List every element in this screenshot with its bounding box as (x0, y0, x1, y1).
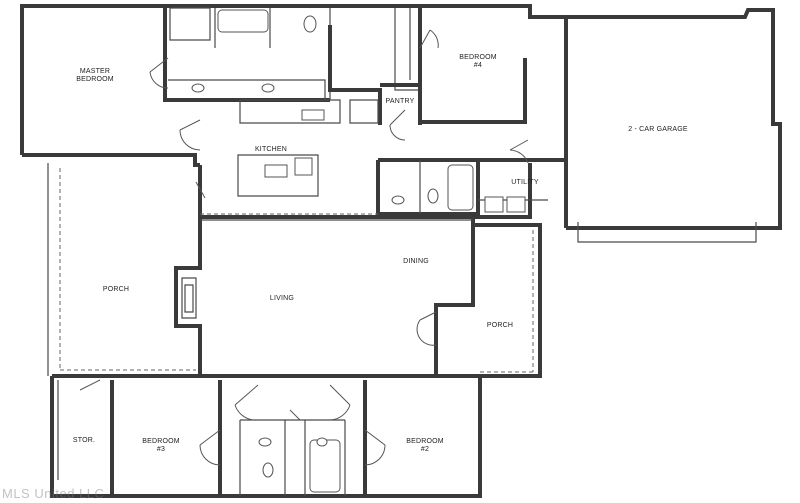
bedroom-3-label: BEDROOM (142, 438, 180, 445)
master-bedroom-label-2: BEDROOM (76, 76, 114, 83)
watermark: MLS United LLC (2, 486, 105, 501)
room-labels: MASTER BEDROOM BEDROOM #4 PANTRY KITCHEN… (73, 54, 688, 453)
bedroom-3-number: #3 (157, 446, 165, 453)
kitchen-label: KITCHEN (255, 146, 287, 153)
utility-label: UTILITY (511, 179, 539, 186)
living-label: LIVING (270, 295, 294, 302)
master-bedroom-label: MASTER (80, 68, 110, 75)
exterior-walls (20, 4, 782, 498)
porch-right-label: PORCH (487, 322, 513, 329)
porch-left-label: PORCH (103, 286, 129, 293)
bedroom-4-label: BEDROOM (459, 54, 497, 61)
pantry-label: PANTRY (386, 98, 415, 105)
bedroom-4-number: #4 (474, 62, 482, 69)
bedroom-2-label: BEDROOM (406, 438, 444, 445)
fixtures (191, 9, 526, 493)
doors (79, 29, 529, 466)
interior-walls (57, 7, 565, 496)
bedroom-2-number: #2 (421, 446, 429, 453)
dining-label: DINING (403, 258, 429, 265)
garage-label: 2 - CAR GARAGE (628, 126, 688, 133)
storage-label: STOR. (73, 437, 95, 444)
